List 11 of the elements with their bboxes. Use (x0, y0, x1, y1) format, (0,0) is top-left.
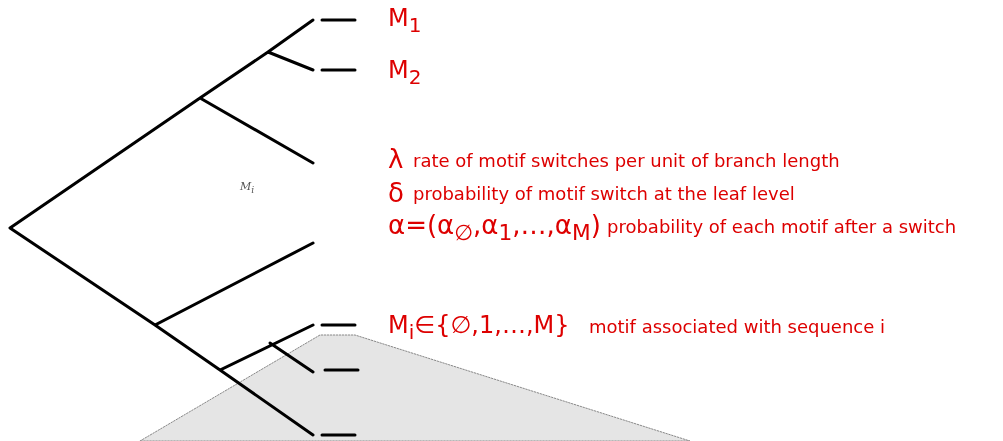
parameter-description: probability of motif switch at the leaf level (413, 185, 795, 203)
parameter-symbol: λ (388, 146, 404, 172)
math-label: M$_{i}$ (240, 181, 255, 195)
parameter-formula: α=(α$_{∅}$,α$_{1}$,…,α$_{M}$) (388, 212, 601, 244)
leaf-label: M$_{2}$ (388, 58, 422, 87)
parameter-description: rate of motif switches per unit of branch length (413, 152, 840, 170)
leaf-label: M$_{1}$ (388, 6, 422, 35)
leaf-label-description: motif associated with sequence i (589, 318, 886, 336)
parameter-description: probability of each motif after a switch (607, 218, 957, 236)
parameter-symbol: δ (388, 180, 404, 206)
leaf-label-formula: M$_{i}$∈{∅,1,…,M} (388, 313, 570, 342)
